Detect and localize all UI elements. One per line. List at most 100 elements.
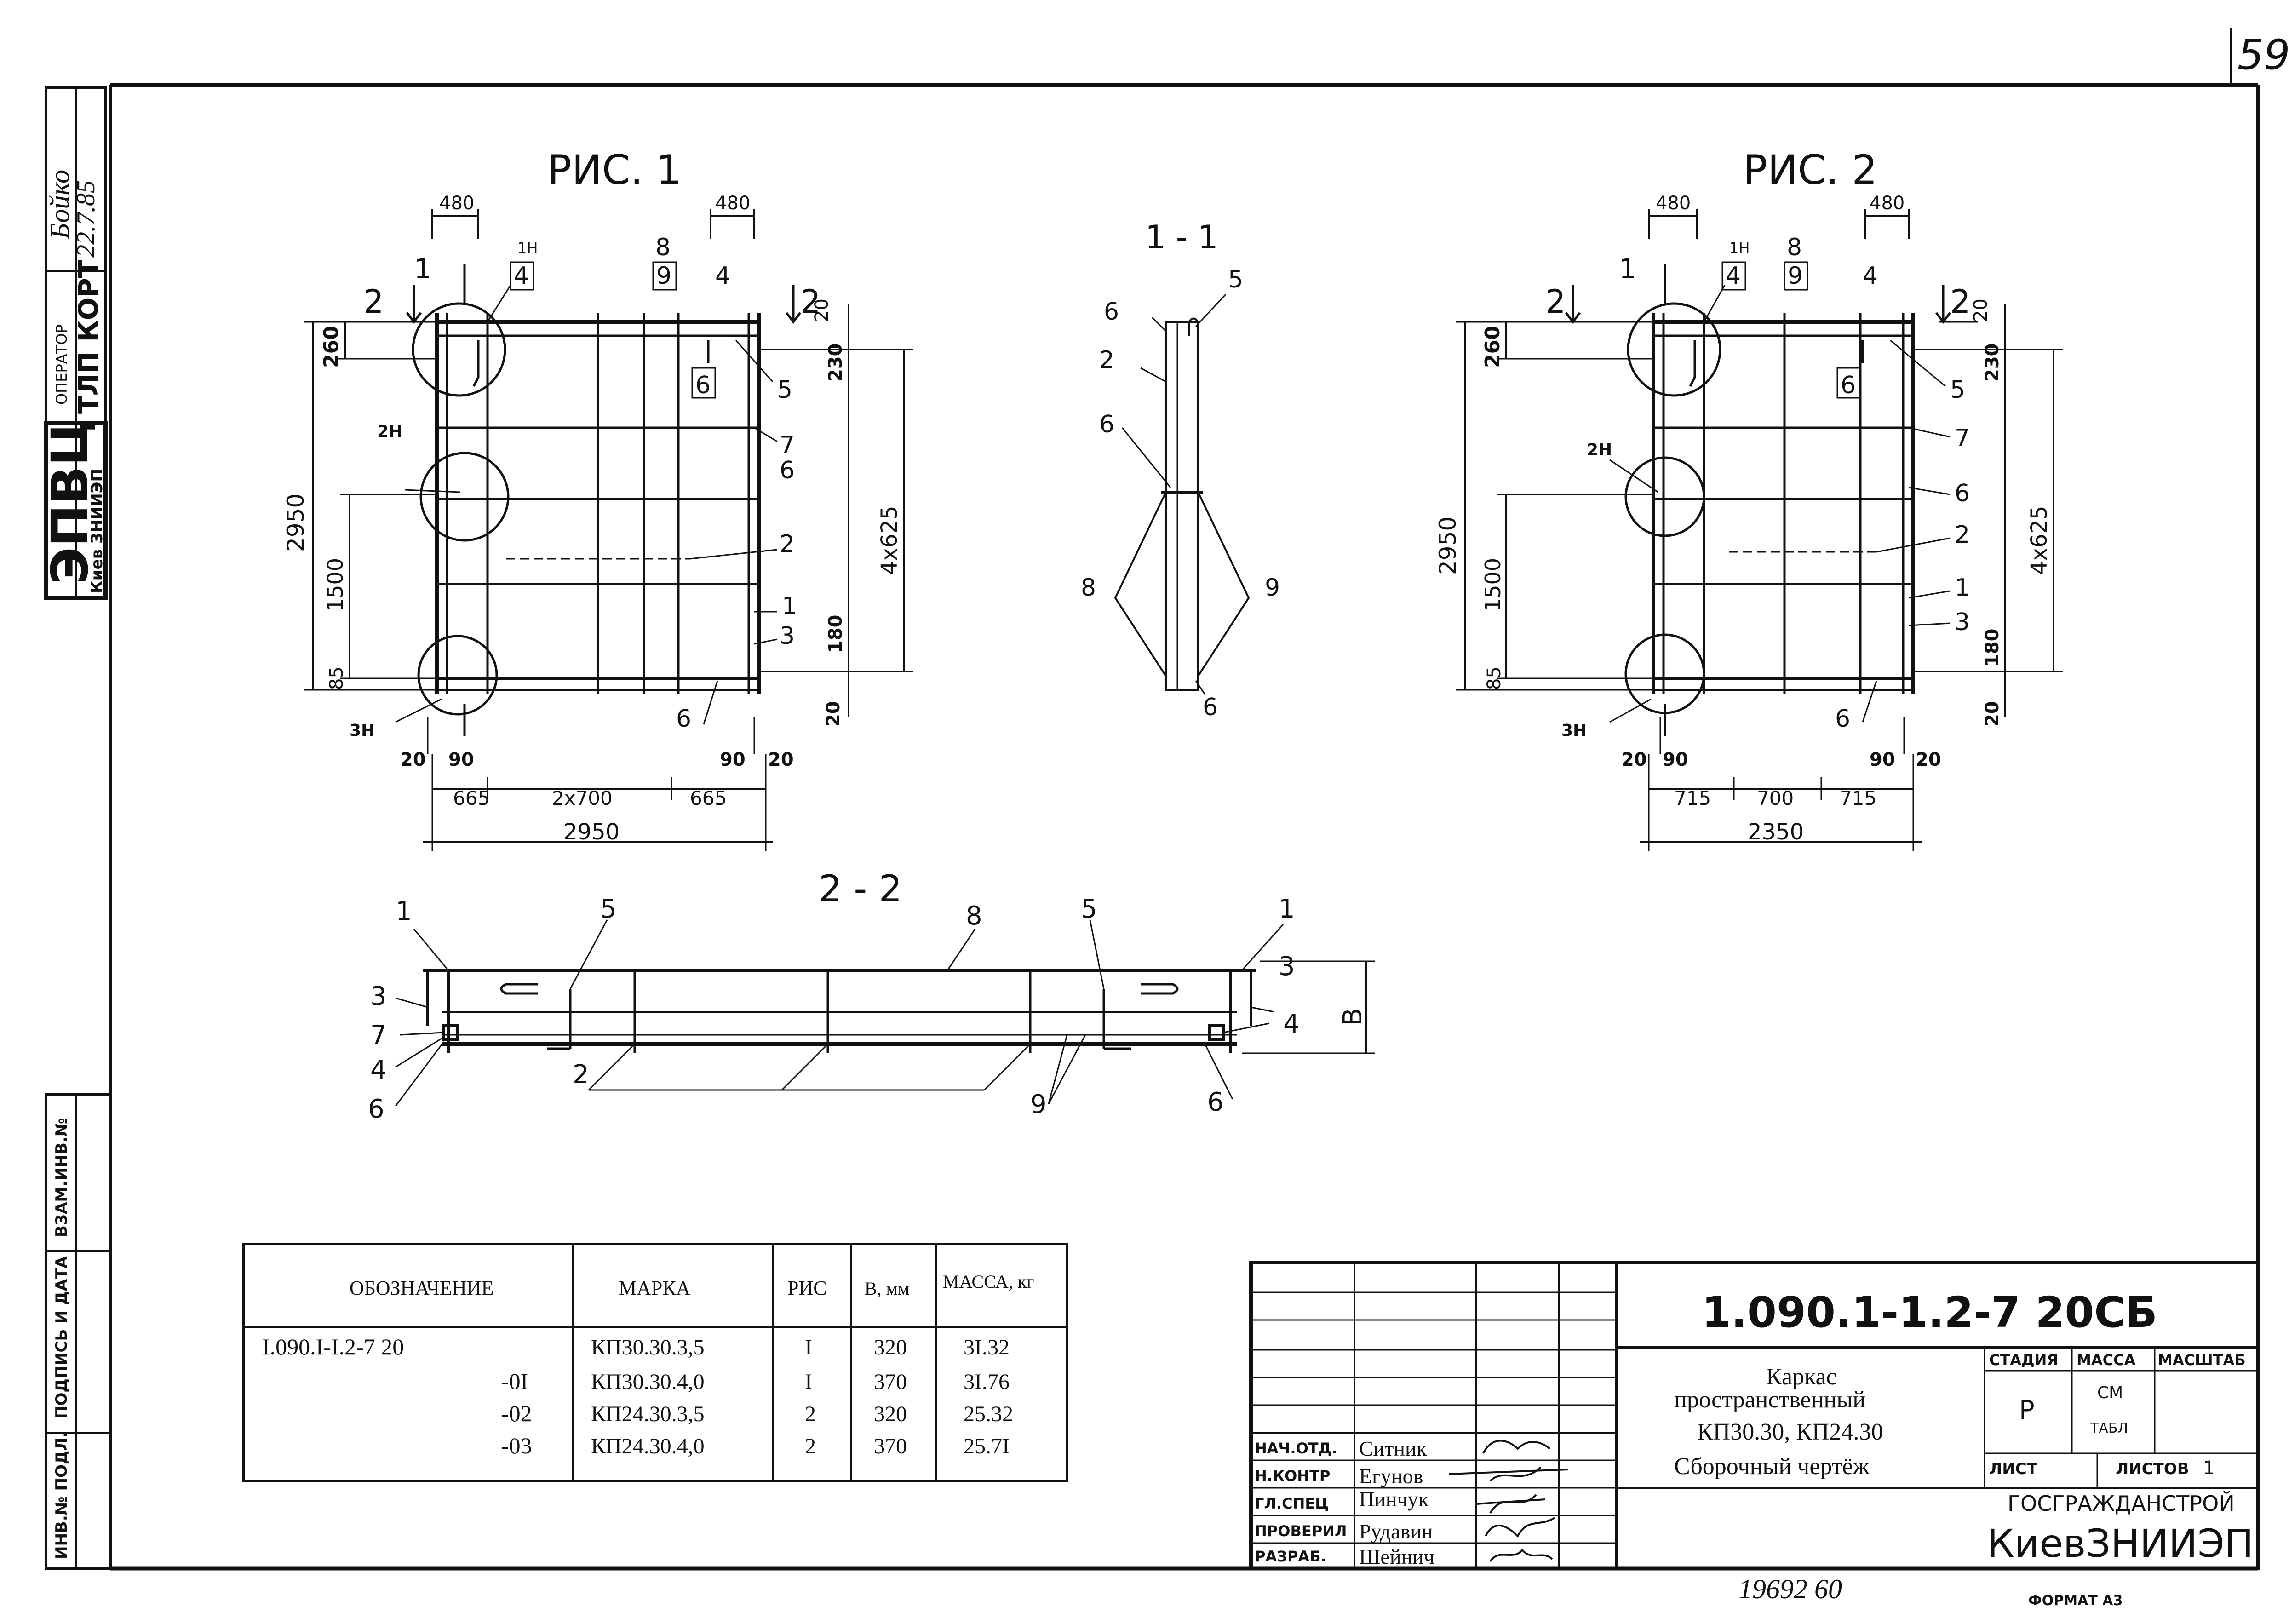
fig2-dimension-lines [1456,209,2063,851]
fig2-dim-text: 90 [1663,749,1688,770]
fig2-section-mark: 1 [1619,253,1636,285]
fig1-section-mark: 1 [414,253,431,285]
sec22-callout: 5 [600,894,617,924]
side-column-label: ВЗАМ.ИНВ.№ [52,1118,71,1237]
fig1-callout: 3 [780,622,795,650]
sec22-title: 2 - 2 [819,867,902,910]
fig1-section-mark: 2 [363,283,384,321]
fig2-leader-lines [1609,261,1951,723]
fig2-dim-text: 180 [1982,629,2003,667]
fig2-callout: 1 [1955,574,1970,602]
title-block-desc: Сборочный чертёж [1674,1453,1870,1480]
signer-role: Н.КОНТР [1255,1467,1330,1485]
spec-cell-mark: КП30.30.3,5 [591,1335,705,1360]
sec22-callout: 7 [370,1021,387,1050]
title-block-sheets-label: ЛИСТОВ [2116,1460,2189,1478]
signer-row: НАЧ.ОТД. Ситник [1255,1437,1551,1460]
fig1-callout: 4 [715,262,730,290]
fig2-dim-text: 230 [1982,344,2003,382]
fig2-dim-text: 20 [1916,749,1941,770]
signature-mark [1485,1517,1555,1538]
spec-cell-mass: 3I.76 [964,1370,1010,1394]
fig2-callout: 3 [1955,608,1970,636]
fig2-dim-text: 480 [1656,193,1691,214]
fig1-dimension-lines [304,209,913,851]
spec-cell-b: 370 [874,1434,907,1458]
fig1-dim-text: 2x700 [552,787,613,809]
sec11-drawing [1114,293,1250,695]
fig1-dim-text: 2950 [563,819,620,845]
fig1-dim-text: 665 [690,787,727,809]
fig2-callout: 6 [1841,372,1856,399]
table-row: I.090.I-I.2-7 20 КП30.30.3,5 I 320 3I.32 [262,1334,1010,1360]
signer-role: ПРОВЕРИЛ [1255,1522,1347,1540]
spec-cell-b: 320 [874,1402,907,1426]
fig2-dim-text: 4x625 [2026,505,2052,575]
signer-row: ПРОВЕРИЛ Рудавин [1255,1517,1555,1543]
signer-name: Егунов [1359,1464,1423,1488]
fig2-dim-text: 700 [1757,787,1794,809]
sec11-callout: 8 [1081,574,1096,602]
title-block-mass-value: СМ [2097,1383,2123,1402]
fig1-callout: 1 [782,592,797,620]
title-block-scale-label: МАСШТАБ [2158,1351,2246,1369]
left-stamp [44,86,108,600]
fig2-callout: 6 [1955,480,1970,507]
signature-mark [1489,1548,1553,1562]
fig1-callout: 8 [655,234,671,261]
fig2-dim-text: 260 [1481,326,1504,368]
sec22-callout: 6 [368,1094,384,1124]
signer-role: РАЗРАБ. [1255,1548,1326,1565]
format-label: ФОРМАТ А3 [2028,1593,2123,1609]
spec-cell-mark: КП30.30.4,0 [591,1370,705,1394]
fig1-dim-text: 260 [320,326,343,368]
sec22-callout: 2 [573,1060,589,1090]
spec-cell-designation: -02 [501,1400,532,1426]
fig2-callout: 7 [1955,425,1970,452]
signer-role: НАЧ.ОТД. [1255,1440,1337,1457]
spec-header-designation: ОБОЗНАЧЕНИЕ [350,1277,493,1299]
fig1-dim-text: 665 [453,787,490,809]
fig1-callout: 2 [780,530,795,558]
sec22-callout: 1 [396,896,412,926]
fig1-dim-text: 20 [823,701,844,727]
spec-header-mass: МАССА, кг [943,1271,1034,1292]
fig1-callout: 4 [514,262,529,290]
signer-row: РАЗРАБ. Шейнич [1255,1545,1553,1568]
fig1-dim-text: 4x625 [877,505,902,575]
spec-cell-mass: 3I.32 [964,1335,1010,1360]
sec11-callout: 6 [1203,694,1218,721]
title-block-org: ГОСГРАЖДАНСТРОЙ [2008,1491,2235,1516]
title-block-mass-label: МАССА [2077,1351,2136,1369]
fig2-frame-drawing [1624,302,1915,714]
fig2-callout: 4 [1863,262,1878,290]
title-block-desc: Каркас [1766,1364,1837,1390]
sec22-callout: 9 [1030,1090,1047,1119]
spec-cell-designation: -0I [501,1368,528,1394]
title-block-code: 1.090.1-1.2-7 20СБ [1702,1288,2157,1337]
fig1-dim-text: 90 [720,749,746,770]
sec22-leader-lines [395,919,1284,1107]
stamp-operator-label: ОПЕРАТОР [53,324,70,405]
spec-cell-mark: КП24.30.3,5 [591,1402,705,1426]
spec-header-mark: МАРКА [619,1277,691,1299]
stamp-name-handwritten: Бойко [45,170,75,240]
fig2-section-mark: 2 [1950,283,1971,321]
side-columns-grid [45,1093,112,1570]
spec-cell-b: 370 [874,1370,907,1394]
stamp-org-short: ЭПВЦ [40,419,99,584]
fig2-callout: 3Н [1561,721,1587,740]
fig2-callout: 4 [1726,262,1741,290]
spec-cell-designation: -03 [501,1433,532,1458]
sec22-callout: 1 [1279,894,1295,924]
signer-row: ГЛ.СПЕЦ Пинчук [1255,1487,1546,1514]
spec-cell-designation: I.090.I-I.2-7 20 [262,1334,404,1360]
title-block-grid [1249,1261,2260,1570]
fig1-dim-text: 90 [448,749,474,770]
sec11-callout: 9 [1265,574,1280,602]
sec11-callout: 6 [1104,298,1119,326]
spec-cell-fig: I [805,1335,812,1360]
spec-header-b: В, мм [865,1278,909,1299]
fig1-leader-lines [395,261,778,725]
bottom-inventory-number: 19692 60 [1738,1574,1842,1604]
